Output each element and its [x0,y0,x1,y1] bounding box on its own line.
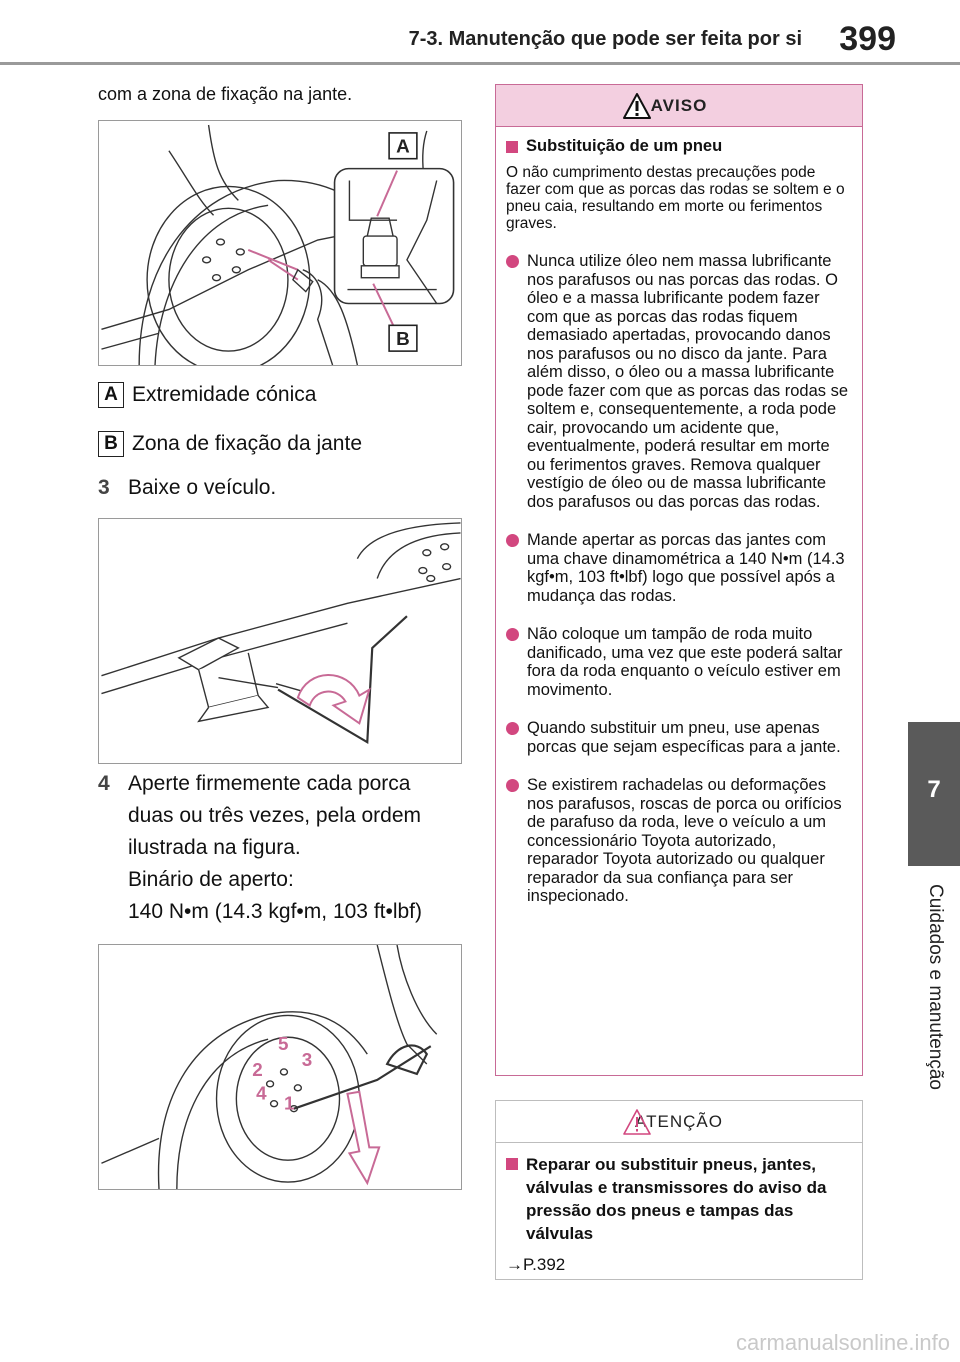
header-divider [0,62,960,65]
round-bullet-icon [506,722,519,735]
page-number: 399 [839,20,896,58]
warning-intro: O não cumprimento destas precauções pode… [506,164,845,232]
notice-title: ATENÇÃO [635,1111,723,1131]
warning-bullet-5-text: Se existirem rachadelas ou deformações n… [527,776,842,905]
step-3-text: Baixe o veículo. [128,476,277,499]
step-4-line-3: ilustrada na figura. [128,836,301,859]
wheel-nut-illustration: A B [101,124,455,365]
notice-header: ATENÇÃO [496,1101,862,1143]
order-5: 5 [278,1033,288,1054]
figure-wheel-nut-detail: A B [98,120,462,366]
label-a-text: Extremidade cónica [132,383,317,406]
warning-bullet-3: Não coloque um tampão de roda muito dani… [506,625,852,699]
label-b-text: Zona de fixação da jante [132,432,362,455]
intro-text: com a zona de fixação na jante. [98,84,353,104]
notice-subtitle: Reparar ou substituir pneus, jantes, vál… [526,1155,827,1243]
round-bullet-icon [506,534,519,547]
notice-subtitle-row: Reparar ou substituir pneus, jantes, vál… [506,1153,852,1245]
step-4-line-2: duas ou três vezes, pela ordem [128,804,421,827]
order-3: 3 [302,1049,312,1070]
notice-box: ATENÇÃO Reparar ou substituir pneus, jan… [495,1100,863,1280]
round-bullet-icon [506,255,519,268]
step-4: 4 Aperte firmemente cada porca duas ou tr… [98,768,422,928]
chapter-label: Cuidados e manutenção [925,884,946,1090]
chapter-number: 7 [927,776,941,803]
label-b-row: B Zona de fixação da jante [98,431,362,457]
warning-header: AVISO [496,85,862,127]
callout-a: A [396,136,410,157]
step-4-line-5: 140 N•m (14.3 kgf•m, 103 ft•lbf) [128,900,423,923]
warning-bullet-2: Mande apertar as porcas das jantes com u… [506,531,852,605]
step-3-number: 3 [98,476,110,499]
warning-box: AVISO Substituição de um pneu O não cump… [495,84,863,1076]
caution-triangle-icon [623,1109,651,1135]
square-bullet-icon [506,141,518,153]
square-bullet-icon [506,1158,518,1170]
label-a-row: A Extremidade cónica [98,382,316,408]
callout-b: B [396,328,410,349]
step-4-line-1: Aperte firmemente cada porca [128,772,411,795]
step-4-line-4: Binário de aperto: [128,868,294,891]
round-bullet-icon [506,628,519,641]
warning-bullet-1-text: Nunca utilize óleo nem massa lubrificant… [527,252,849,511]
warning-subtitle-row: Substituição de um pneu [506,137,852,156]
warning-bullet-4-text: Quando substituir um pneu, use apenas po… [527,719,841,756]
order-1: 1 [284,1093,294,1114]
tightening-order-illustration: 5 2 3 4 1 [101,945,438,1189]
warning-triangle-icon [623,93,651,119]
warning-bullet-5: Se existirem rachadelas ou deformações n… [506,776,852,906]
section-title: 7-3. Manutenção que pode ser feita por s… [408,28,802,50]
watermark: carmanualsonline.info [735,1330,950,1355]
step-4-number: 4 [98,772,110,795]
warning-title: AVISO [650,95,708,115]
order-4: 4 [256,1083,267,1104]
label-a-key: A [98,382,124,408]
step-3: 3 Baixe o veículo. [98,472,276,504]
warning-subtitle: Substituição de um pneu [526,137,723,155]
warning-bullet-4: Quando substituir um pneu, use apenas po… [506,719,852,756]
page-header: 7-3. Manutenção que pode ser feita por s… [0,0,960,66]
round-bullet-icon [506,779,519,792]
chapter-tab: 7 [908,722,960,866]
label-b-key: B [98,431,124,457]
order-2: 2 [252,1059,262,1080]
warning-bullet-1: Nunca utilize óleo nem massa lubrificant… [506,252,852,511]
jack-lowering-illustration [101,522,461,745]
warning-bullet-2-text: Mande apertar as porcas das jantes com u… [527,531,845,605]
warning-bullet-3-text: Não coloque um tampão de roda muito dani… [527,625,843,699]
figure-tightening-order: 5 2 3 4 1 [98,944,462,1190]
notice-page-reference[interactable]: →P.392 [506,1255,566,1274]
figure-lower-vehicle [98,518,462,764]
